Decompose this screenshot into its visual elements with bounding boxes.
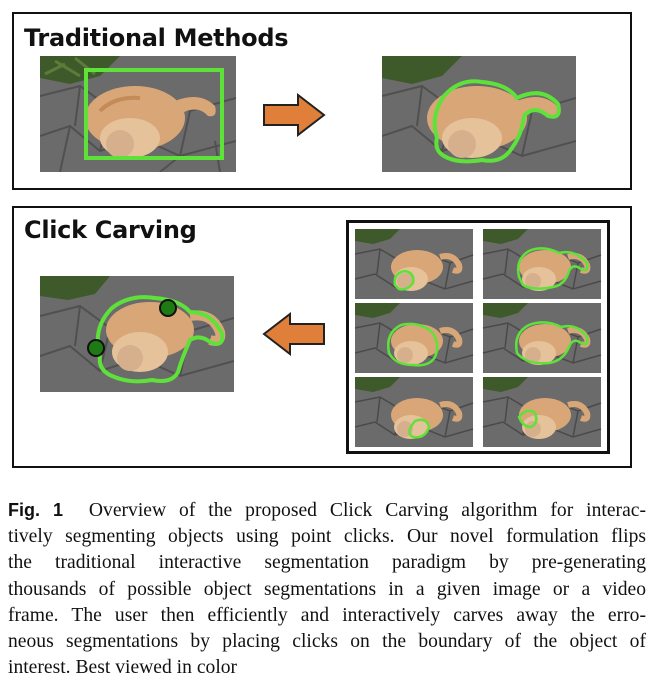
thumbnail-5	[355, 377, 473, 447]
thumbnail-4	[483, 303, 601, 373]
cat-photo-segmented	[382, 56, 576, 172]
cat-photo-with-clicks	[40, 276, 234, 392]
thumbnail-2	[483, 229, 601, 299]
figure-label: Fig. 1	[8, 500, 64, 520]
caption-line-2: tively segmenting objects using point cl…	[8, 526, 646, 548]
cat-photo-bounding-box	[40, 56, 236, 172]
arrow-left-icon	[262, 312, 325, 356]
caption-line-5: frame. The user then efficiently and int…	[8, 604, 646, 626]
caption-line-1: Fig. 1 Overview of the proposed Click Ca…	[8, 500, 646, 521]
arrow-right-icon	[263, 93, 326, 137]
caption-line-4: thousands of possible object segmentatio…	[8, 578, 646, 600]
thumbnail-1	[355, 229, 473, 299]
bounding-box	[84, 68, 224, 160]
click-marker	[159, 299, 177, 317]
candidate-thumbnails	[355, 229, 603, 447]
caption-line-3: the traditional interactive segmentation…	[8, 552, 646, 574]
figure-caption: Fig. 1 Overview of the proposed Click Ca…	[8, 497, 646, 681]
thumbnail-3	[355, 303, 473, 373]
click-marker	[87, 339, 105, 357]
caption-line-7: interest. Best viewed in color	[8, 657, 238, 679]
cat-figure	[85, 86, 216, 158]
panel-title-click-carving: Click Carving	[24, 216, 197, 244]
panel-title-traditional: Traditional Methods	[24, 24, 289, 52]
thumbnail-6	[483, 377, 601, 447]
segmentation-outline	[95, 295, 225, 384]
segmentation-outline	[432, 79, 561, 164]
caption-line-6: neous segmentations by placing clicks on…	[8, 631, 646, 653]
